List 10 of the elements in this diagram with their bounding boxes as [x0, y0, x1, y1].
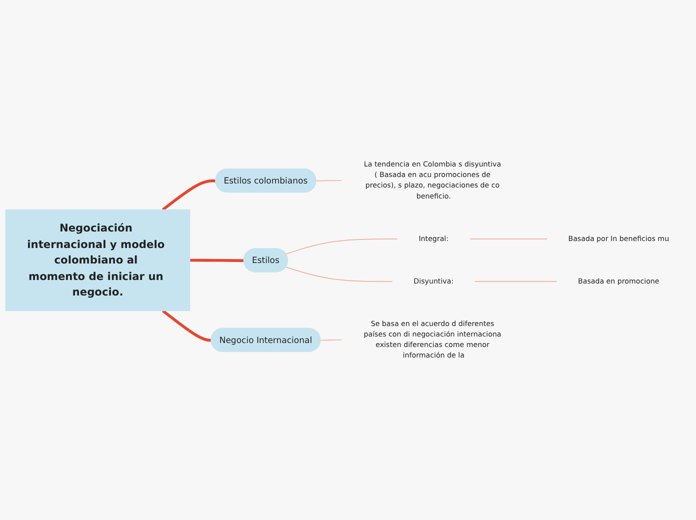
connector	[320, 339, 342, 340]
connector	[286, 266, 393, 282]
connector	[162, 309, 212, 342]
connector	[286, 238, 398, 254]
connector	[162, 179, 216, 211]
connector	[190, 258, 244, 262]
connector	[316, 180, 342, 182]
node-box: Negociación internacional y modelo colombiano al momento de iniciar un negocio.	[5, 209, 190, 311]
connector	[474, 280, 558, 282]
connector	[469, 238, 548, 240]
